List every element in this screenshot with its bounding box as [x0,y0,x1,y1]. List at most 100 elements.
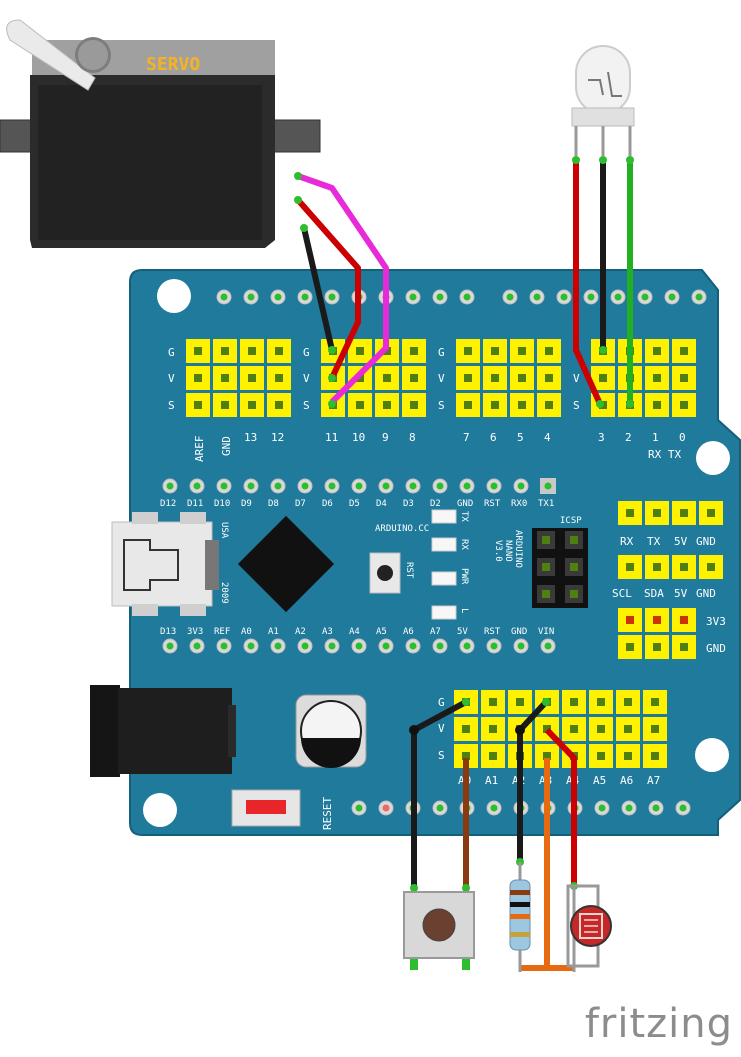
rh-label: GND [696,535,716,548]
board-pin [463,293,471,301]
wire-servo-power [295,198,361,380]
icsp-pin [542,536,550,544]
header-pin [570,698,578,706]
header-pin [680,616,688,624]
header-pin [489,698,497,706]
nano-bottom-pin-label: 3V3 [187,627,203,637]
header-pin [462,752,470,760]
header-pin [489,725,497,733]
pin-label-13: 13 [244,431,257,444]
board-pin [409,642,417,650]
header-pin [624,698,632,706]
board-pin [382,642,390,650]
board-pin [220,482,228,490]
mounting-hole-right [696,441,730,475]
analog-pin-label: A6 [620,774,633,787]
header-pin [651,725,659,733]
rh-label: GND [696,587,716,600]
header-pin [626,509,634,517]
header-pin [275,374,283,382]
board-pin [193,642,201,650]
reset-label: RESET [321,797,334,830]
board-pin [463,642,471,650]
board-pin [166,642,174,650]
nano-top-pin-label: D9 [241,499,252,509]
header-pin [626,563,634,571]
board-pin [328,642,336,650]
board-pin [490,482,498,490]
board-pin [560,293,568,301]
header-pin [383,401,391,409]
pin-label-7: 7 [463,431,470,444]
rh-label: 5V [674,535,688,548]
header-pin [651,752,659,760]
rst-label: RST [404,562,414,579]
header-pin [221,374,229,382]
nano-reset-button [369,552,401,594]
nano-top-pin-label: TX1 [538,499,554,509]
board-pin [463,482,471,490]
header-pin [653,509,661,517]
g-letter: G [168,346,175,359]
header-pin [491,347,499,355]
nano-bottom-pin-label: A6 [403,627,414,637]
header-pin [707,563,715,571]
mounting-hole-top-left [157,279,191,313]
pin-label-0: 0 [679,431,686,444]
header-pin [597,725,605,733]
icsp-pin [570,563,578,571]
header-pin [653,401,661,409]
pin-label-12: 12 [271,431,284,444]
model-line-2: NANO [503,540,513,562]
nano-top-pin-label: RST [484,499,501,509]
nano-bottom-pin-label: A7 [430,627,441,637]
pin-label-3: 3 [598,431,605,444]
board-pin [355,642,363,650]
pin-label-10: 10 [352,431,365,444]
header-pin [410,374,418,382]
header-pin [464,374,472,382]
nano-top-pin-label: D8 [268,499,279,509]
wire-servo-signal [297,173,389,405]
board-pin [274,482,282,490]
board-pin [598,804,606,812]
nano-top-pin-label: D5 [349,499,360,509]
nano-top-pin-label: D6 [322,499,333,509]
led-label-tx: TX [459,511,469,522]
board-pin [301,642,309,650]
year-label: 2009 [219,582,229,604]
icsp-pin [570,590,578,598]
header-pin [680,509,688,517]
s-letter: S [438,399,445,412]
header-pin [653,563,661,571]
nano-top-pin-label: GND [457,499,473,509]
nano-status-leds [431,509,457,620]
board-pin [220,642,228,650]
board-pin [355,482,363,490]
board-pin [274,642,282,650]
pin-label-4: 4 [544,431,551,444]
nano-bottom-pin-label: A1 [268,627,279,637]
header-pin [624,725,632,733]
icsp-pin [542,590,550,598]
nano-top-pin-label: D2 [430,499,441,509]
nano-top-pin-label: D11 [187,499,203,509]
electrolytic-capacitor [295,694,367,768]
nano-bottom-pin-row [162,638,556,654]
header-pin [518,401,526,409]
icsp-pin [570,536,578,544]
pin-label-11: 11 [325,431,338,444]
dc-power-jack [90,685,236,777]
nano-top-pin-label: D12 [160,499,176,509]
board-pin [544,642,552,650]
board-pin [409,482,417,490]
brand-label: ARDUINO.CC [375,524,429,534]
board-pin [193,482,201,490]
rh-label: 5V [674,587,688,600]
pin-label-2: 2 [625,431,632,444]
board-pin [436,804,444,812]
wire-servo-ground [301,227,335,351]
nano-bottom-pin-label: A5 [376,627,387,637]
nano-top-pin-label: D7 [295,499,306,509]
